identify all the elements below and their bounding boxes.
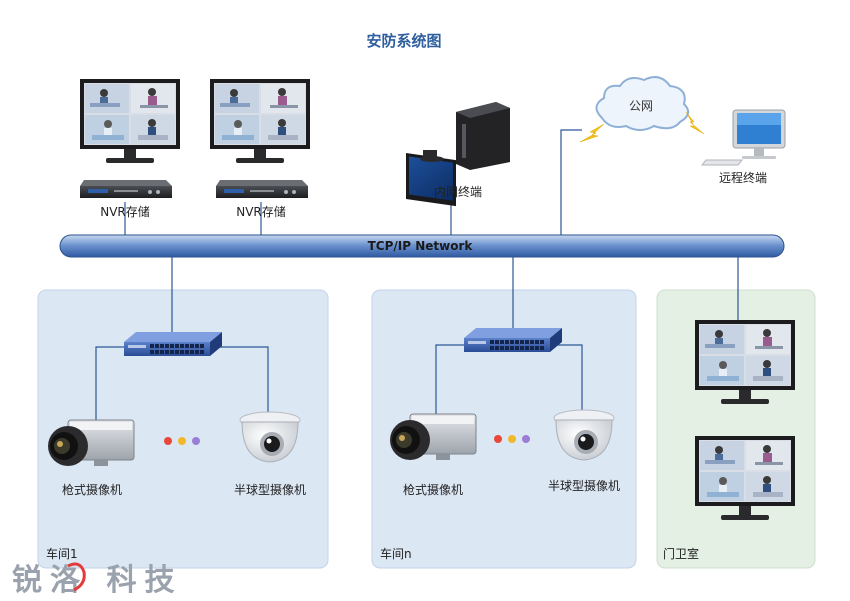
workshop-1-more-dots-icon xyxy=(164,437,200,445)
brand-logo: 锐洛 科技 xyxy=(12,562,182,598)
remote-terminal-icon xyxy=(700,109,786,166)
nvr2-monitor-icon xyxy=(210,79,310,163)
workshop-n-more-dots-icon xyxy=(494,435,530,443)
public-network-label: 公网 xyxy=(629,99,653,113)
guard-room-name: 门卫室 xyxy=(663,546,699,561)
area-workshop-1 xyxy=(37,289,329,569)
area-workshop-n xyxy=(371,289,637,569)
remote-terminal-label: 远程终端 xyxy=(719,170,767,185)
workshop-1-switch-icon xyxy=(124,332,222,356)
bus-label: TCP/IP Network xyxy=(368,239,474,253)
intranet-terminal-icon xyxy=(406,102,510,207)
workshop-1-name: 车间1 xyxy=(46,546,78,561)
nvr1-label: NVR存储 xyxy=(100,204,150,219)
intranet-terminal-label: 内网终端 xyxy=(434,184,482,199)
workshop-n-name: 车间n xyxy=(380,546,412,561)
tcp-ip-network-bus xyxy=(59,234,785,258)
workshop-n-switch-icon xyxy=(464,328,562,352)
workshop-1-gun-camera-label: 枪式摄像机 xyxy=(62,482,122,497)
svg-text:锐洛 科技: 锐洛 科技 xyxy=(12,563,182,598)
nvr1-recorder-icon xyxy=(80,180,172,198)
workshop-n-gun-camera-label: 枪式摄像机 xyxy=(403,482,463,497)
workshop-n-dome-camera-label: 半球型摄像机 xyxy=(548,478,620,493)
public-network-cloud-icon xyxy=(595,76,690,131)
nvr2-label: NVR存储 xyxy=(236,204,286,219)
lightning-icon xyxy=(579,111,705,143)
nvr2-recorder-icon xyxy=(216,180,308,198)
nvr1-monitor-icon xyxy=(80,79,180,163)
diagram-title: 安防系统图 xyxy=(366,32,441,50)
workshop-1-dome-camera-label: 半球型摄像机 xyxy=(234,482,306,497)
